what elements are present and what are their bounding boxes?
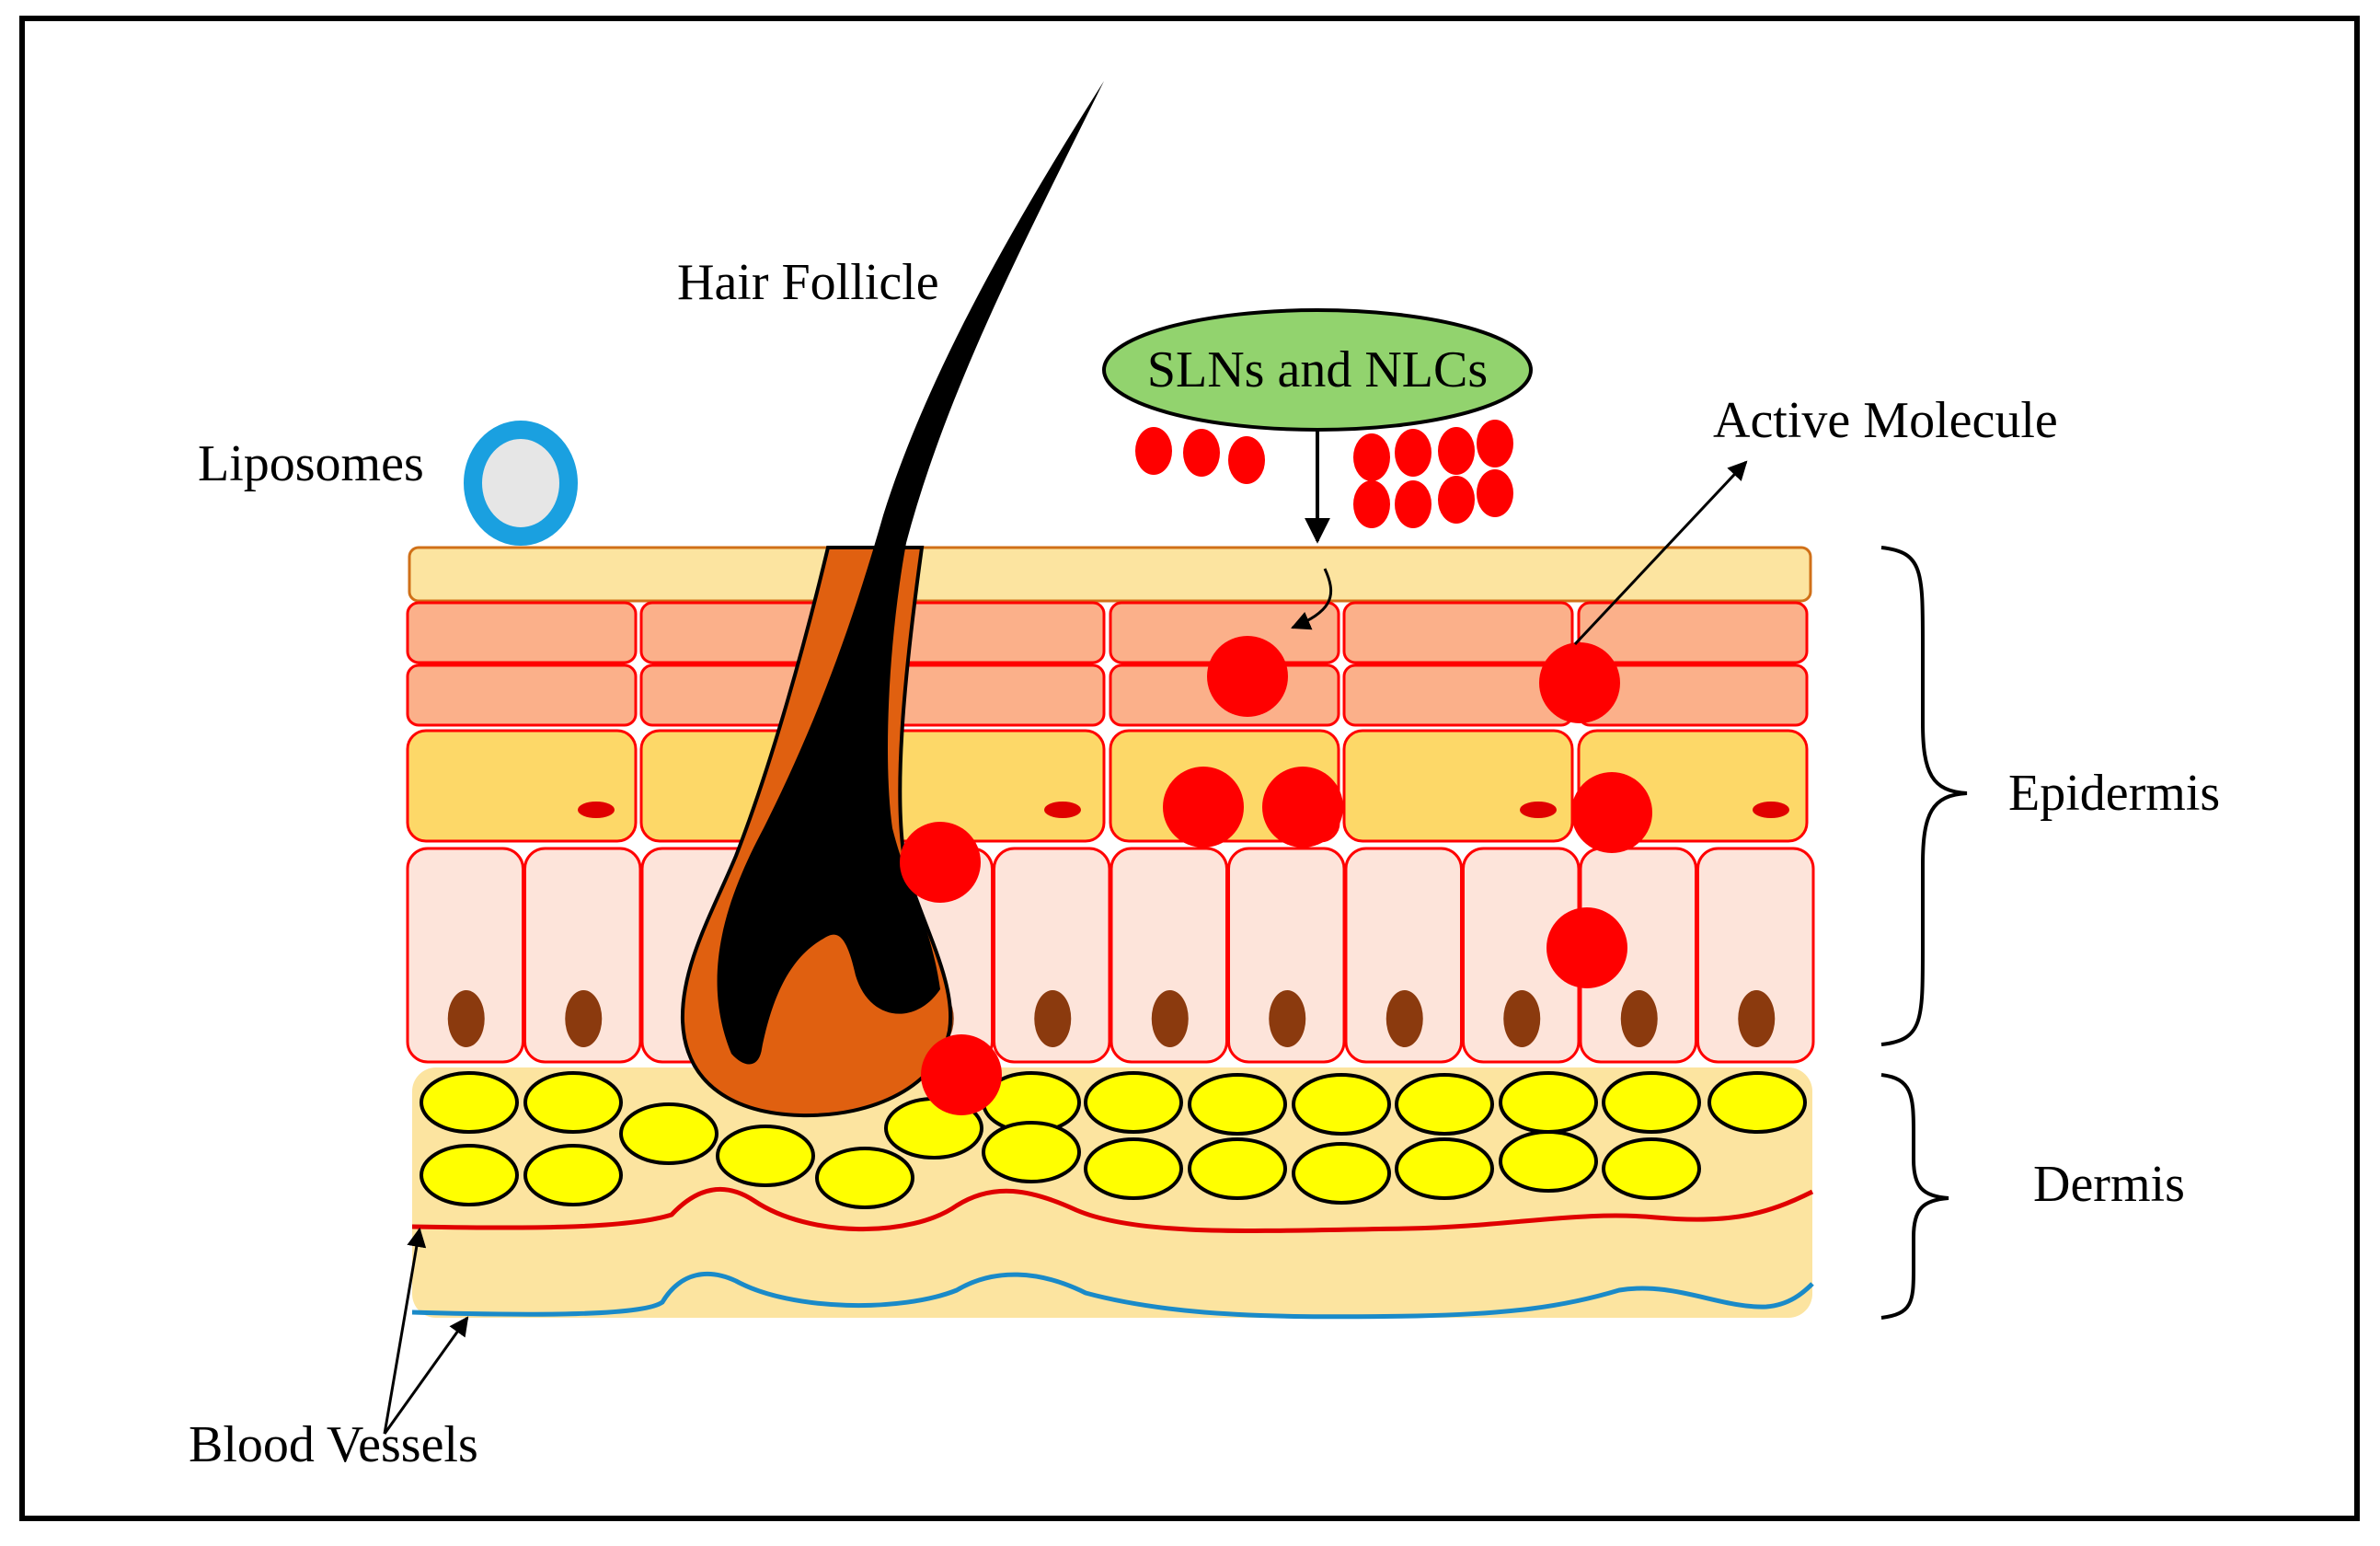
- blood-vessel-pointer-vein: [383, 1316, 469, 1435]
- hair-shaft: [717, 81, 1104, 1065]
- basal-cell: [993, 847, 1111, 1064]
- carrier-molecule: [1135, 427, 1172, 475]
- fat-cell: [420, 1144, 519, 1206]
- active-molecule: [1571, 772, 1652, 853]
- fat-cell: [815, 1147, 914, 1209]
- hair-follicle: [680, 81, 1104, 1118]
- basal-nucleus: [1269, 990, 1306, 1047]
- fat-cell: [420, 1071, 519, 1134]
- basal-cell: [406, 847, 524, 1064]
- active-molecule-label: Active Molecule: [1713, 392, 2058, 449]
- basal-cells-group: [406, 847, 1815, 1064]
- fat-cell: [619, 1102, 719, 1165]
- granular-cell: [1342, 663, 1574, 727]
- fat-cell: [1084, 1071, 1183, 1134]
- basal-nucleus: [565, 990, 603, 1047]
- fat-cell: [1602, 1137, 1701, 1200]
- basal-cell: [1696, 847, 1815, 1064]
- basal-nucleus: [1151, 990, 1189, 1047]
- hair-follicle-label: Hair Follicle: [677, 254, 939, 311]
- fat-cell: [716, 1125, 815, 1187]
- basal-nucleus: [447, 990, 485, 1047]
- carrier-particle: SLNs and NLCs: [1102, 308, 1533, 432]
- carrier-molecule: [1183, 429, 1220, 477]
- blood-vessel-pointer-artery: [383, 1227, 427, 1435]
- active-molecule: [921, 1034, 1002, 1115]
- carrier-molecule: [1477, 420, 1513, 467]
- spinous-cell: [874, 729, 1106, 843]
- carrier-active-molecules: [1135, 420, 1513, 528]
- carrier-molecule: [1353, 480, 1390, 528]
- fat-cell: [1707, 1071, 1807, 1134]
- basal-cell: [523, 847, 642, 1064]
- epidermis-label: Epidermis: [2008, 765, 2220, 822]
- epidermis-brace: [1880, 546, 1968, 1046]
- spinous-cells-group: [406, 729, 1809, 843]
- active-molecule: [900, 822, 981, 903]
- carrier-label: SLNs and NLCs: [1147, 341, 1488, 398]
- fat-cell: [523, 1071, 623, 1134]
- granular-cell: [874, 663, 1106, 727]
- carrier-molecule: [1395, 480, 1431, 528]
- carrier-molecule: [1477, 469, 1513, 517]
- vein-blood-vessel: [411, 1271, 1814, 1320]
- granular-cell: [406, 601, 638, 664]
- active-molecule: [1207, 636, 1288, 717]
- basal-nucleus: [1034, 990, 1072, 1047]
- spinous-nucleus: [1044, 802, 1081, 818]
- fat-cell: [523, 1144, 623, 1206]
- basal-cell: [1227, 847, 1346, 1064]
- fat-cell: [1188, 1137, 1287, 1200]
- dermis-brace: [1880, 1073, 1949, 1320]
- stratum-corneum: [408, 546, 1812, 603]
- carrier-molecule: [1395, 429, 1431, 477]
- fat-cell: [1188, 1073, 1287, 1136]
- liposome: [464, 421, 578, 546]
- basal-nucleus: [1620, 990, 1658, 1047]
- active-molecule: [1163, 767, 1244, 848]
- fat-cell: [982, 1121, 1081, 1183]
- fat-cell: [1602, 1071, 1701, 1134]
- basal-nucleus: [1503, 990, 1541, 1047]
- granular-cell: [1342, 601, 1574, 664]
- epidermis-layer: [406, 546, 1815, 1064]
- granular-cell: [1577, 601, 1809, 664]
- basal-nucleus: [1738, 990, 1776, 1047]
- carrier-molecule: [1438, 427, 1475, 475]
- dermis-layer: [411, 1067, 1814, 1320]
- fat-cell: [1084, 1137, 1183, 1200]
- granular-cell: [406, 663, 638, 727]
- basal-cell: [1344, 847, 1463, 1064]
- skin-active-molecules: [900, 636, 1652, 1115]
- basal-nucleus: [1385, 990, 1423, 1047]
- carrier-molecule: [1228, 436, 1265, 484]
- carrier-molecule: [1438, 476, 1475, 524]
- liposomes-label: Liposomes: [198, 435, 424, 492]
- basal-cell: [1110, 847, 1228, 1064]
- penetration-arrow: [1291, 568, 1333, 630]
- active-molecule-pointer: [1573, 460, 1748, 646]
- artery-blood-vessel: [411, 1187, 1814, 1233]
- active-molecule: [1546, 907, 1627, 988]
- spinous-nucleus: [1520, 802, 1557, 818]
- fat-cell: [1499, 1071, 1598, 1134]
- active-molecule: [1539, 642, 1620, 723]
- carrier-molecule: [1353, 433, 1390, 481]
- fat-cell: [1292, 1073, 1391, 1136]
- spinous-cell: [1342, 729, 1574, 843]
- spinous-nucleus: [578, 802, 615, 818]
- spinous-nucleus: [1753, 802, 1789, 818]
- spinous-cell: [406, 729, 638, 843]
- active-molecule: [1262, 767, 1343, 848]
- blood-vessels-label: Blood Vessels: [189, 1416, 478, 1473]
- fat-cell: [1499, 1130, 1598, 1193]
- fat-cell: [1395, 1137, 1494, 1200]
- fat-cell: [1292, 1142, 1391, 1205]
- fat-cell: [1395, 1073, 1494, 1136]
- dermis-label: Dermis: [2033, 1156, 2185, 1213]
